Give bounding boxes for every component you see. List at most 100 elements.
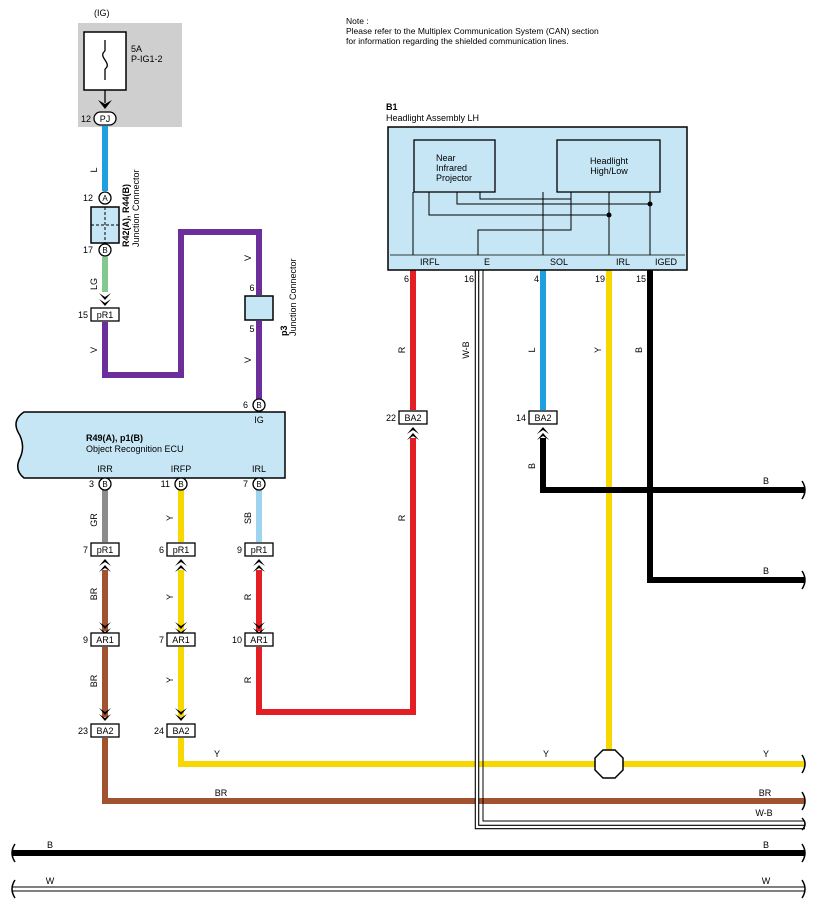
wire-label-v-1: V bbox=[89, 347, 99, 353]
pr1-7-pin: 7 bbox=[83, 545, 88, 555]
ba2-14-name: BA2 bbox=[534, 413, 551, 423]
ecu-terminal-irfp: IRFP bbox=[171, 464, 192, 474]
r42-pin-a bbox=[98, 191, 112, 205]
ba2-14-arrows-icon bbox=[537, 427, 549, 440]
headlight-junction-dot-2 bbox=[647, 201, 653, 207]
projector-line-3: Projector bbox=[436, 173, 472, 183]
wire-label-gr: GR bbox=[89, 513, 99, 527]
ecu-pin-irr-number: 3 bbox=[89, 479, 94, 489]
bus-b-label-right: B bbox=[763, 840, 769, 850]
ecu-ig-pin bbox=[252, 398, 266, 412]
headlight-box-line-1: Headlight bbox=[590, 156, 629, 166]
headlight-pin-irfl: 6 bbox=[404, 274, 409, 284]
wire-label-y-4: Y bbox=[593, 347, 603, 353]
wire-y-yellow-bus bbox=[178, 738, 805, 767]
pr1-row-arrows-icon bbox=[99, 559, 265, 572]
ba2-24-connector bbox=[166, 723, 196, 738]
ba2-23-pin: 23 bbox=[78, 726, 88, 736]
pr1-9-pin: 9 bbox=[237, 545, 242, 555]
wire-wb-inner bbox=[475, 270, 805, 829]
wire-r-red-route bbox=[256, 438, 416, 715]
wire-label-y-7: Y bbox=[763, 749, 769, 759]
wire-label-wb-2: W-B bbox=[755, 808, 772, 818]
ar1-7-connector bbox=[166, 632, 196, 647]
ecu-pin-irfp bbox=[174, 477, 188, 491]
r42-junction-name: R42(A), R44(B) bbox=[121, 184, 131, 247]
wire-label-br-3: BR bbox=[215, 788, 228, 798]
wire-label-br-4: BR bbox=[759, 788, 772, 798]
pj-pin: 12 bbox=[81, 114, 91, 124]
headlight-terminal-irfl: IRFL bbox=[420, 257, 440, 267]
ar1-10-name: AR1 bbox=[250, 635, 268, 645]
headlight-terminal-iged: IGED bbox=[655, 257, 678, 267]
ecu-ig-pin-number: 6 bbox=[243, 400, 248, 410]
r44-pin-bottom: 17 bbox=[83, 245, 93, 255]
fuse-supply-label: (IG) bbox=[94, 8, 110, 18]
wire-wb-shield bbox=[482, 270, 805, 822]
ecu-pin-irfp-number: 11 bbox=[161, 479, 170, 489]
wire-label-y-2: Y bbox=[165, 594, 175, 600]
ba2-22-pin: 22 bbox=[386, 413, 396, 423]
wire-label-br-2: BR bbox=[89, 674, 99, 687]
wire-label-b-2: B bbox=[763, 476, 769, 486]
headlight-pin-e: 16 bbox=[464, 274, 474, 284]
headlight-name: B1 bbox=[386, 102, 398, 112]
ecu-ig-label: IG bbox=[254, 415, 264, 425]
wire-label-sb: SB bbox=[243, 512, 253, 524]
pr1-15-arrow2-icon bbox=[99, 299, 111, 306]
ar1-9-name: AR1 bbox=[96, 635, 114, 645]
ar1-row: AR1 9 AR1 7 AR1 10 bbox=[83, 632, 274, 647]
p3-junction-name: p3 bbox=[279, 325, 289, 336]
p3-pin-bottom: 5 bbox=[249, 324, 254, 334]
bus-b-label-left: B bbox=[47, 840, 53, 850]
pr1-6-name: pR1 bbox=[173, 545, 190, 555]
wire-label-r-2: R bbox=[243, 676, 253, 683]
p3-junction-box bbox=[244, 295, 274, 321]
note-line-2: for information regarding the shielded c… bbox=[346, 36, 569, 46]
headlight-terminal-e: E bbox=[484, 257, 490, 267]
ba2-14-pin: 14 bbox=[516, 413, 526, 423]
projector-line-1: Near bbox=[436, 153, 456, 163]
pr1-7-name: pR1 bbox=[97, 545, 114, 555]
ba2-24-pin: 24 bbox=[154, 726, 164, 736]
p3-junction-desc: Junction Connector bbox=[288, 258, 298, 336]
wire-label-b-3: B bbox=[634, 347, 644, 353]
ba2-23-connector bbox=[90, 723, 120, 738]
wire-label-l-2: L bbox=[527, 347, 537, 352]
ar1-10-pin: 10 bbox=[232, 635, 242, 645]
wire-label-r-1: R bbox=[243, 593, 253, 600]
ecu-box bbox=[15, 411, 286, 479]
ecu-terminal-irl: IRL bbox=[252, 464, 266, 474]
wire-label-b-1: B bbox=[527, 463, 537, 469]
near-infrared-projector-box bbox=[413, 139, 496, 193]
fuse-name: P-IG1-2 bbox=[131, 54, 163, 64]
ecu-pin-irl-conn: B bbox=[256, 480, 261, 489]
ba2-14-connector bbox=[528, 410, 558, 425]
wire-label-y-3: Y bbox=[165, 677, 175, 683]
bus-break-symbols bbox=[11, 480, 806, 899]
ecu-terminal-irr: IRR bbox=[97, 464, 113, 474]
ba2-row: BA2 23 BA2 24 bbox=[78, 723, 196, 738]
bus-w-label-right: W bbox=[762, 876, 771, 886]
r44-pin-b bbox=[98, 243, 112, 257]
wire-label-lg: LG bbox=[89, 278, 99, 290]
fuse-arrow-icon bbox=[98, 100, 112, 109]
pj-connector bbox=[93, 111, 117, 126]
wire-b-black-iged bbox=[647, 270, 805, 583]
pr1-7-connector bbox=[90, 542, 120, 557]
ar1-10-connector bbox=[244, 632, 274, 647]
pr1-9-connector bbox=[244, 542, 274, 557]
pr1-9-name: pR1 bbox=[251, 545, 268, 555]
ecu-name: R49(A), p1(B) bbox=[86, 433, 143, 443]
pr1-row: pR1 7 pR1 6 pR1 9 bbox=[83, 542, 274, 557]
note-line-1: Please refer to the Multiplex Communicat… bbox=[346, 26, 599, 36]
wire-label-br-1: BR bbox=[89, 587, 99, 600]
fuse-rating: 5A bbox=[131, 44, 142, 54]
ecu-desc: Object Recognition ECU bbox=[86, 444, 184, 454]
pr1-15-arrow-icon bbox=[99, 293, 111, 300]
ecu-pin-irl bbox=[252, 477, 266, 491]
ar1-7-pin: 7 bbox=[159, 635, 164, 645]
ba2-23-name: BA2 bbox=[96, 726, 113, 736]
splice-point-icon bbox=[594, 749, 624, 779]
pj-connector-label: PJ bbox=[100, 114, 111, 124]
